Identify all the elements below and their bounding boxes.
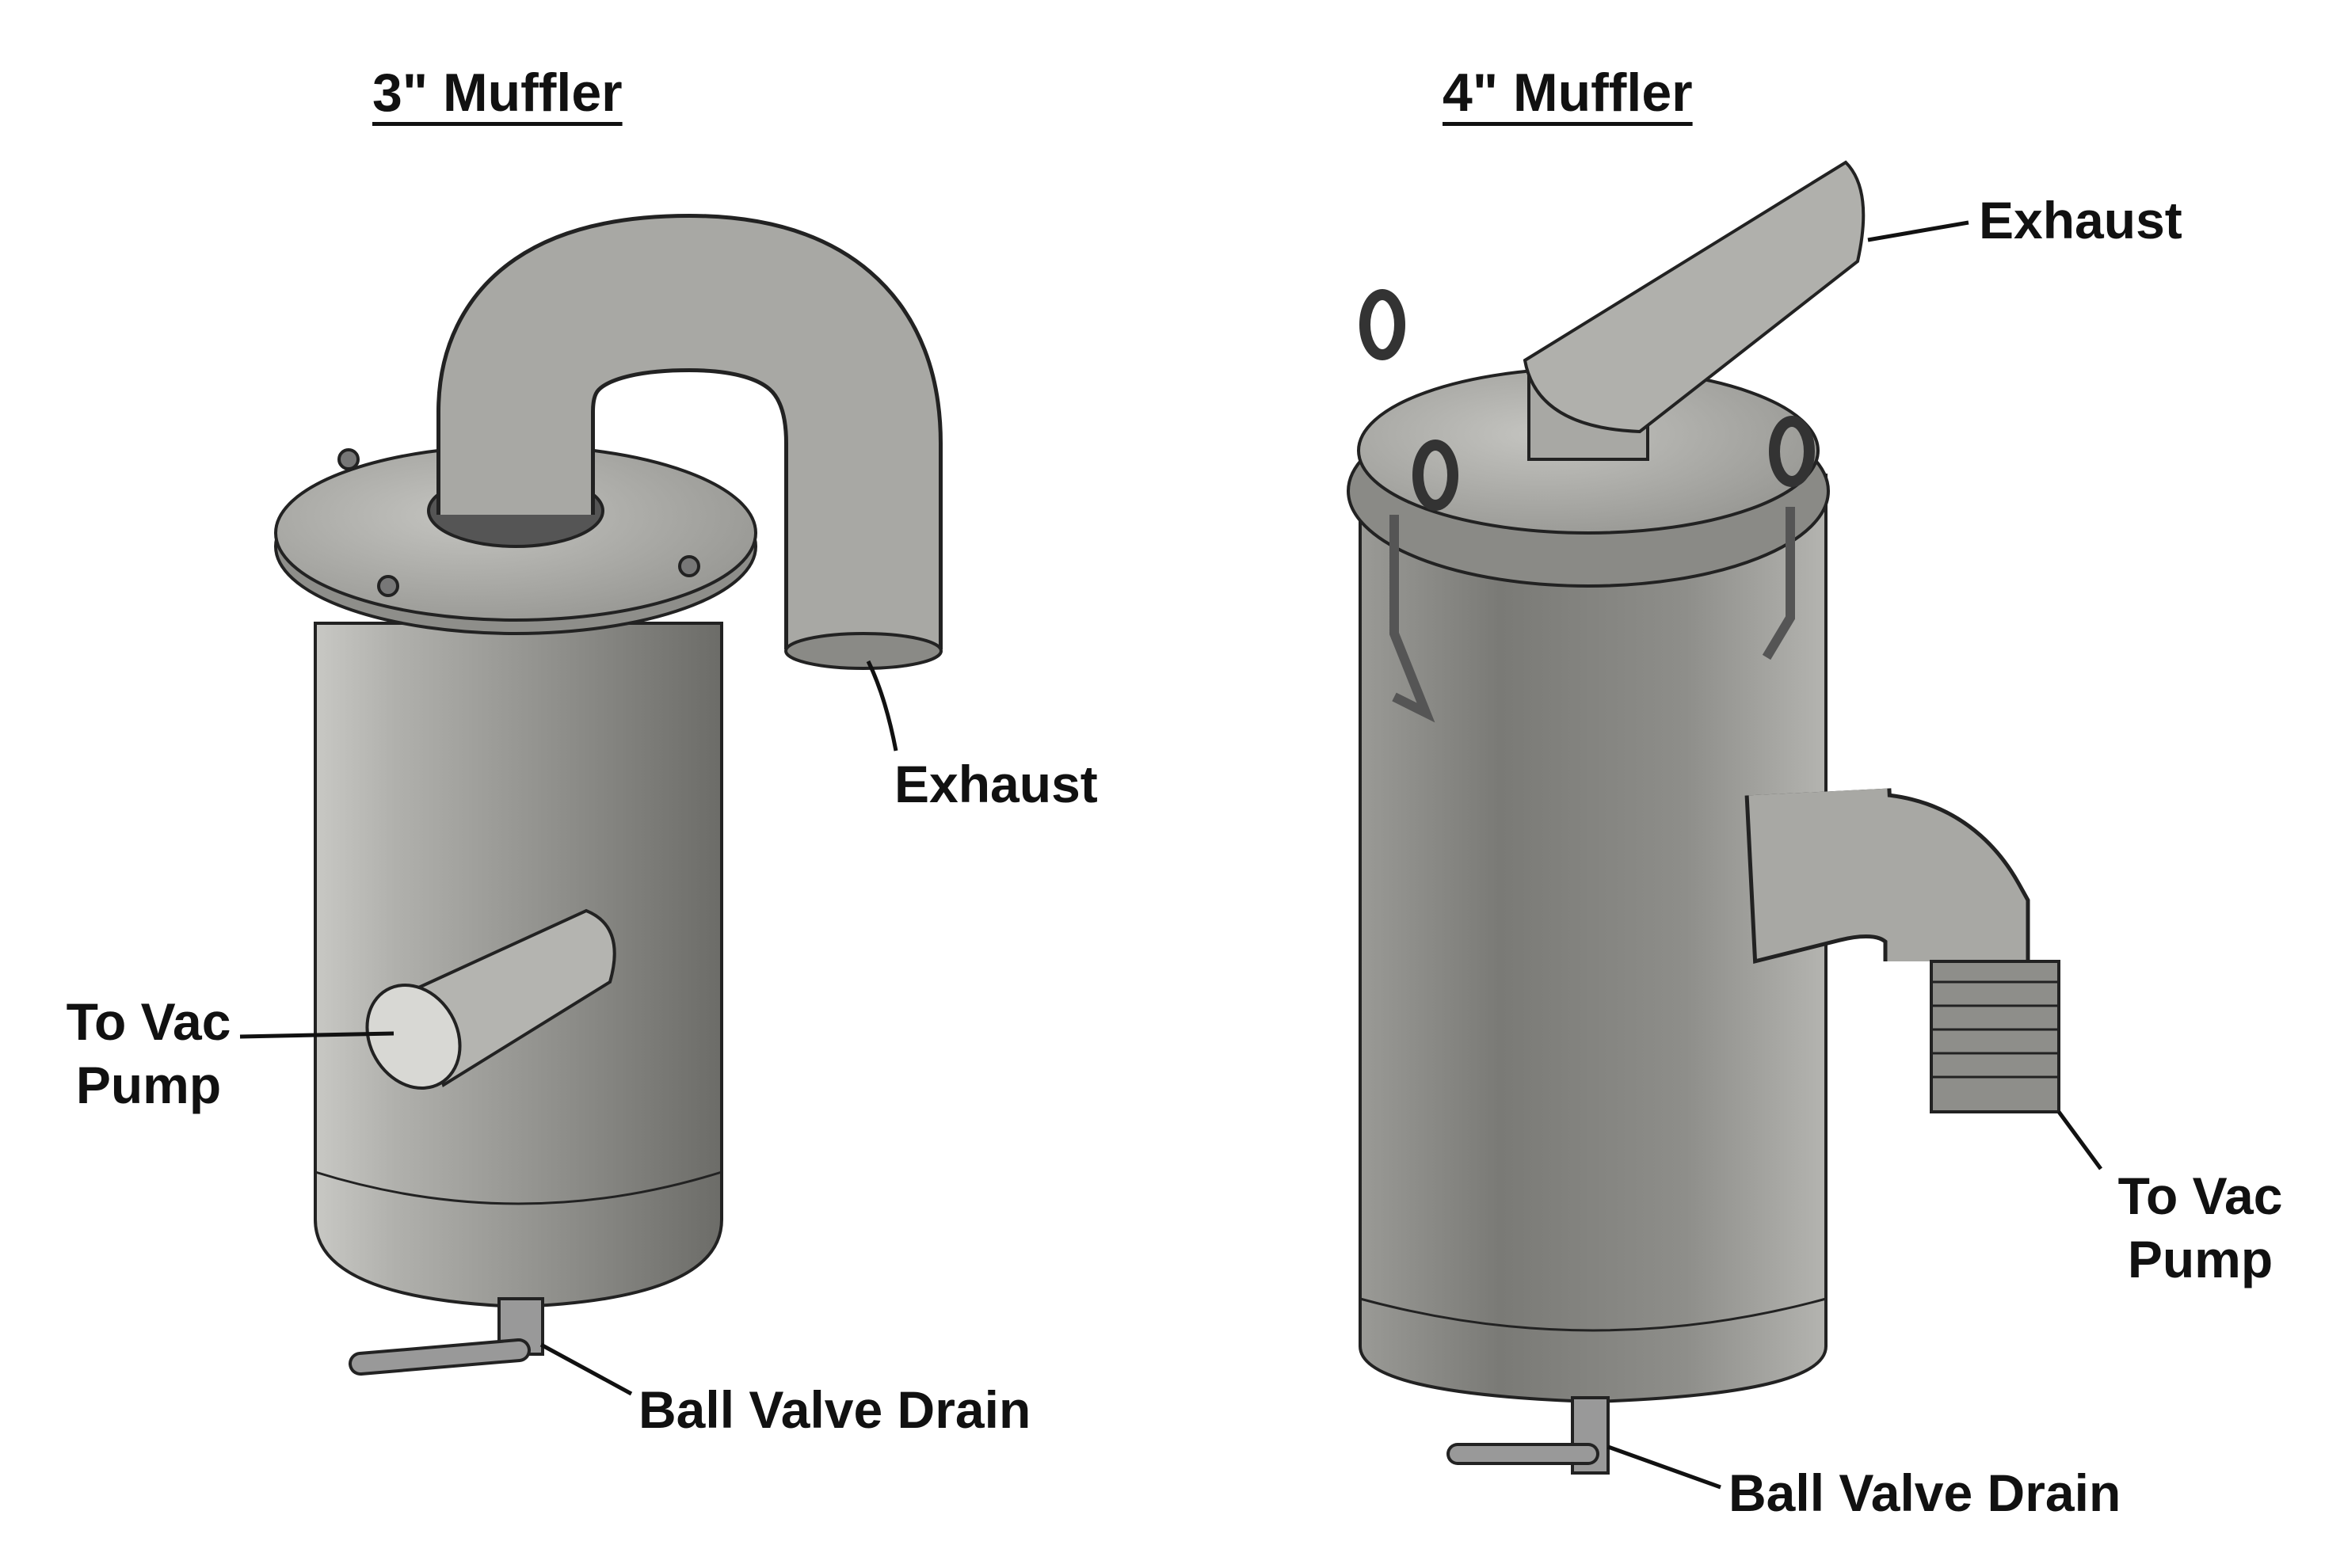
vac-inlet-pipe xyxy=(411,908,616,1088)
latch xyxy=(1389,515,1435,723)
label-right-to-vac-line2: Pump xyxy=(2127,1230,2273,1288)
exhaust-elbow-pipe xyxy=(440,217,939,649)
label-right-to-vac-pump: To Vac Pump xyxy=(2107,1164,2293,1291)
bolt xyxy=(678,555,700,577)
exhaust-pipe xyxy=(1523,160,1866,434)
label-left-to-vac-line2: Pump xyxy=(75,1056,222,1114)
label-left-to-vac-line1: To Vac xyxy=(66,992,231,1051)
leader-lines xyxy=(239,220,2103,1490)
latch xyxy=(1762,507,1795,660)
leader-right-exhaust xyxy=(1867,220,1969,242)
leader-left-to-vac xyxy=(239,1031,394,1039)
leader-left-ball-valve xyxy=(539,1342,633,1396)
title-3-inch-muffler: 3" Muffler xyxy=(372,63,623,123)
title-4-inch-muffler: 4" Muffler xyxy=(1443,63,1693,123)
label-right-exhaust: Exhaust xyxy=(1979,191,2182,249)
eye-bolt xyxy=(1769,416,1815,487)
leader-right-to-vac xyxy=(2056,1110,2103,1170)
vac-elbow-pipe xyxy=(1748,788,2026,961)
muffler-3-inch xyxy=(274,213,943,1376)
bolt xyxy=(377,575,399,597)
eye-bolt xyxy=(1412,440,1458,511)
valve-handle xyxy=(352,1342,528,1372)
leader-right-ball-valve xyxy=(1607,1444,1721,1490)
bolt xyxy=(337,448,360,470)
eye-bolt xyxy=(1359,289,1405,360)
label-left-exhaust: Exhaust xyxy=(894,755,1098,813)
label-left-ball-valve-drain: Ball Valve Drain xyxy=(638,1380,1031,1439)
label-left-to-vac-pump: To Vac Pump xyxy=(55,990,242,1117)
label-right-ball-valve-drain: Ball Valve Drain xyxy=(1728,1463,2121,1522)
muffler-4-inch xyxy=(1347,160,2060,1475)
label-right-to-vac-line1: To Vac xyxy=(2117,1166,2283,1225)
threaded-pipe-end xyxy=(1930,960,2060,1113)
leader-left-exhaust xyxy=(866,660,898,752)
